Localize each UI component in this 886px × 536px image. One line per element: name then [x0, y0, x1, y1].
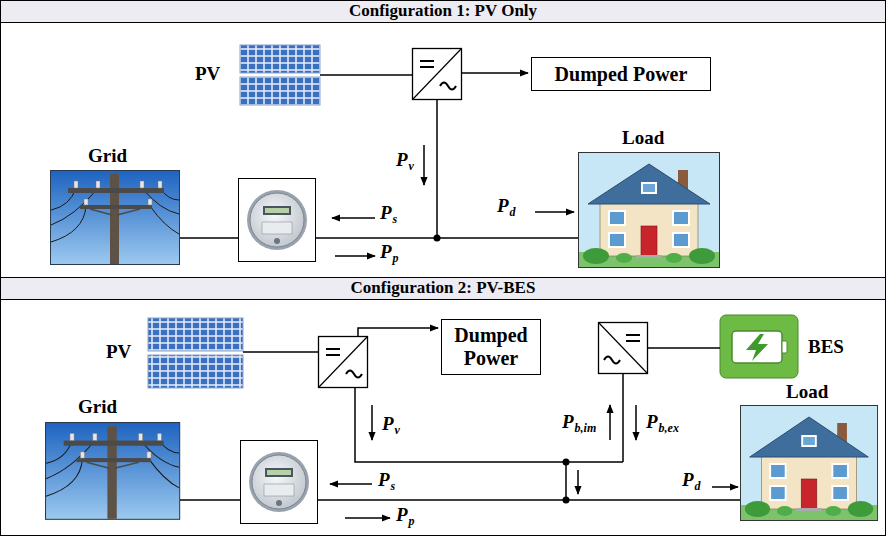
part-label: Grid: [88, 146, 127, 167]
power-symbol: P: [646, 412, 658, 433]
power-symbol: P: [396, 150, 408, 171]
battery-symbol: [732, 331, 782, 363]
part-label: Load: [622, 128, 664, 149]
power-subscript: b,im: [575, 422, 597, 435]
power-subscript: d: [510, 206, 516, 219]
wire: [180, 499, 240, 501]
flow-arrow: [332, 217, 375, 219]
wire: [180, 237, 238, 239]
flow-arrow: [609, 405, 611, 440]
pv-panel: [240, 45, 320, 73]
flow-arrow: [332, 73, 574, 256]
panel-heading: Configuration 2: PV-BES: [351, 279, 536, 298]
part-label: PV: [106, 342, 131, 363]
power-subscript: d: [695, 480, 701, 493]
wire: [436, 100, 438, 238]
wire: [622, 374, 624, 462]
wire: [565, 462, 567, 500]
power-subscript: s: [393, 213, 398, 226]
wire: [318, 499, 740, 501]
configuration-panel: Configuration 1: PV OnlyDumped Power: [0, 0, 886, 278]
pv-panel: [148, 318, 243, 388]
grid-picture: [51, 171, 180, 265]
panel-heading: Configuration 1: PV Only: [349, 2, 537, 21]
power-symbol: P: [380, 203, 392, 224]
power-subscript: v: [409, 160, 414, 173]
power-symbol: P: [380, 242, 392, 263]
inverter-symbol: [413, 49, 462, 100]
power-symbol: P: [562, 412, 574, 433]
flow-arrow: [358, 328, 438, 336]
power-symbol: P: [497, 196, 509, 217]
wire: [316, 237, 578, 239]
power-symbol: P: [382, 414, 394, 435]
power-subscript: s: [391, 480, 396, 493]
flow-arrow: [712, 486, 738, 488]
junction-dot: [563, 497, 570, 504]
power-symbol: P: [682, 470, 694, 491]
flow-arrow: [577, 470, 579, 494]
grid-picture: [46, 423, 180, 520]
part-label: BES: [808, 337, 844, 358]
power-subscript: v: [395, 424, 400, 437]
box-label: Dumped Power: [555, 63, 688, 86]
part-label: Grid: [78, 397, 117, 418]
flow-arrow: [371, 405, 373, 440]
wire: [355, 388, 623, 462]
wire: [243, 351, 318, 353]
junction-dot: [434, 235, 441, 242]
pv-panel: [148, 355, 243, 388]
house-picture: [740, 406, 877, 521]
flow-arrow: [330, 483, 372, 485]
battery-symbol: [746, 334, 768, 361]
house-picture: [579, 153, 720, 268]
pv-panel: [240, 45, 320, 105]
flow-arrow: [535, 211, 574, 213]
power-subscript: p: [409, 515, 415, 528]
inverter-symbol: [319, 337, 368, 388]
pv-panel: [148, 318, 243, 351]
dumped-power-box: Dumped Power: [531, 57, 711, 91]
flow-arrow: [462, 72, 528, 74]
power-subscript: p: [393, 252, 399, 265]
power-subscript: b,ex: [659, 422, 679, 435]
battery-symbol: [720, 315, 798, 378]
dumped-power-box: Dumped Power: [441, 319, 541, 375]
inverter-symbol: [599, 323, 648, 374]
flow-arrow: [345, 517, 390, 519]
configuration-panel: Configuration 2: PV-BES Dumped Power: [0, 277, 886, 536]
junction-dot: [563, 459, 570, 466]
header-band: Configuration 2: PV-BES: [1, 278, 885, 300]
battery-symbol: [782, 341, 787, 353]
flow-arrow: [335, 255, 375, 257]
meter-picture: [241, 441, 318, 524]
part-label: Load: [786, 382, 828, 403]
meter-picture: [239, 179, 316, 262]
wire: [320, 74, 412, 76]
battery-symbol: [720, 315, 798, 378]
wire: [648, 347, 720, 349]
power-symbol: P: [378, 470, 390, 491]
part-label: PV: [195, 64, 220, 85]
box-label: Dumped Power: [447, 324, 535, 370]
wire: [180, 75, 578, 238]
flow-arrow: [423, 145, 425, 185]
pv-panel: [240, 77, 320, 105]
header-band: Configuration 1: PV Only: [1, 1, 885, 23]
flow-arrow: [635, 405, 637, 440]
power-symbol: P: [396, 505, 408, 526]
